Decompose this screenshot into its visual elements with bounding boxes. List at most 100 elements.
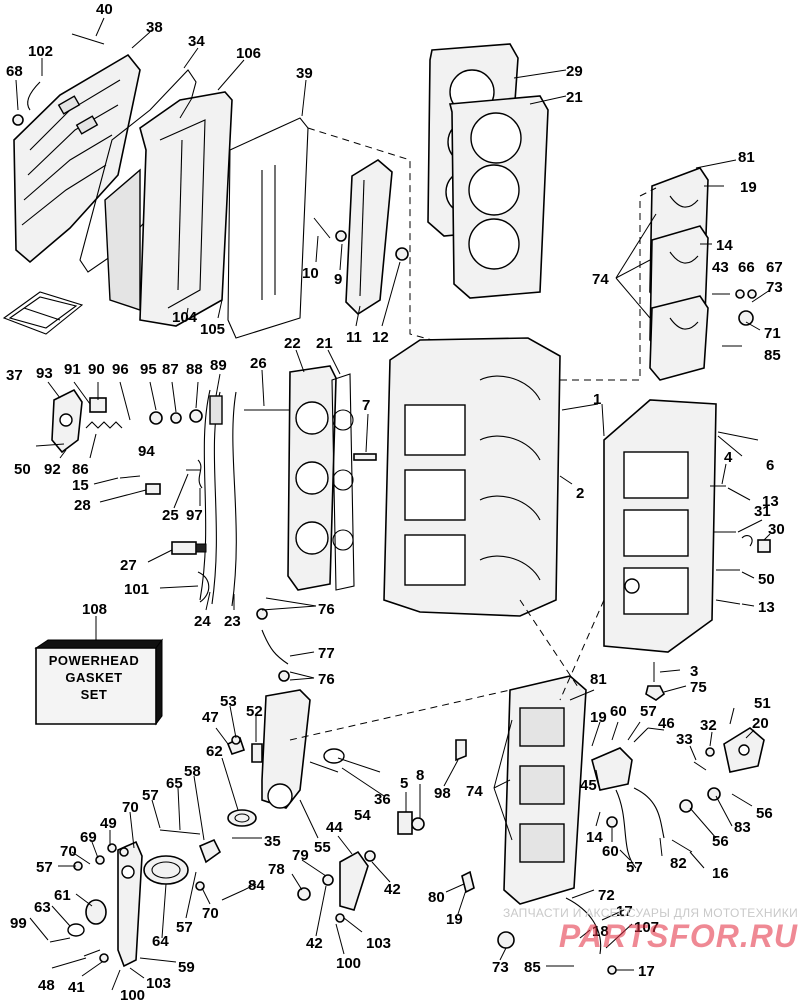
- callout-64: 64: [152, 933, 169, 950]
- fitting-part-5: [397, 811, 413, 835]
- alignment-line: [519, 599, 581, 691]
- grommet-part-88: [189, 409, 203, 423]
- crankcase-cover-part-1: [603, 399, 717, 653]
- callout-28: 28: [74, 497, 91, 514]
- callout-19-lower: 19: [446, 911, 463, 928]
- callout-11: 11: [346, 329, 362, 346]
- callout-45: 45: [580, 777, 597, 794]
- clip-part-70-a: [119, 847, 129, 857]
- callout-50-left: 50: [14, 461, 31, 478]
- callout-76-lower: 76: [318, 671, 335, 688]
- callout-89: 89: [210, 357, 227, 374]
- callout-57-left-mid: 57: [36, 859, 53, 876]
- callout-19-mid: 19: [590, 709, 607, 726]
- callout-27: 27: [120, 557, 137, 574]
- callout-42-right: 42: [384, 881, 401, 898]
- callout-70-lower-left: 70: [60, 843, 77, 860]
- callout-20: 20: [752, 715, 769, 732]
- clip-part-101: [197, 571, 210, 603]
- callout-39: 39: [296, 65, 313, 82]
- callout-52: 52: [246, 703, 263, 720]
- gasket-set-label: POWERHEAD GASKET SET: [44, 652, 144, 703]
- callout-80: 80: [428, 889, 445, 906]
- callout-33: 33: [676, 731, 693, 748]
- callout-70-lower-right: 70: [202, 905, 219, 922]
- alignment-line: [559, 599, 605, 701]
- callout-65: 65: [166, 775, 183, 792]
- clamp-part-17: [607, 965, 617, 975]
- callout-69: 69: [80, 829, 97, 846]
- gasket-part-37: [2, 291, 84, 335]
- callout-63: 63: [34, 899, 51, 916]
- link-rod-part-77: [261, 629, 289, 665]
- dowel-pin-part-7: [353, 453, 377, 461]
- rod-part-82: [633, 787, 665, 839]
- callout-75: 75: [690, 679, 707, 696]
- callout-51: 51: [754, 695, 771, 712]
- callout-42-lower: 42: [306, 935, 323, 952]
- plug-part-28: [145, 483, 161, 495]
- callout-60-lower: 60: [602, 843, 619, 860]
- callout-25: 25: [162, 507, 179, 524]
- callout-49: 49: [100, 815, 117, 832]
- callout-57-mid: 57: [640, 703, 657, 720]
- gasket-part-24: [199, 389, 211, 601]
- callout-36: 36: [374, 791, 391, 808]
- hose-part-102: [27, 81, 41, 111]
- callout-17-lower: 17: [638, 963, 655, 980]
- callout-7: 7: [362, 397, 370, 414]
- alignment-line: [560, 187, 657, 381]
- washer-part-67: [747, 289, 757, 299]
- callout-21-left: 21: [316, 335, 333, 352]
- callout-104: 104: [172, 309, 198, 326]
- callout-22: 22: [284, 335, 301, 352]
- roller-part-83: [707, 787, 721, 801]
- ball-socket-part-76-upper: [256, 608, 268, 620]
- clip-part-31: [741, 535, 753, 547]
- gasket-part-34: [79, 69, 197, 273]
- bolt-part-50-left: [35, 443, 65, 447]
- callout-30: 30: [768, 521, 785, 538]
- callout-100-right: 100: [336, 955, 361, 972]
- callout-93: 93: [36, 365, 53, 382]
- thermostat-cover-part-93: [51, 388, 83, 454]
- callout-32: 32: [700, 717, 717, 734]
- bracket-part-45: [591, 747, 633, 791]
- callout-97: 97: [186, 507, 203, 524]
- gasket-set-line-1: POWERHEAD: [48, 653, 140, 668]
- hose-part-72: [565, 897, 602, 955]
- spring-part-86: [85, 421, 123, 429]
- callout-13-upper: 13: [762, 493, 779, 510]
- callout-95: 95: [140, 361, 157, 378]
- callout-17-upper: 17: [616, 903, 633, 920]
- callout-54: 54: [354, 807, 371, 824]
- callout-92: 92: [44, 461, 61, 478]
- screw-part-84: [221, 889, 245, 901]
- callout-81-lower: 81: [590, 671, 607, 688]
- callout-73-right: 73: [766, 279, 783, 296]
- washer-part-36: [323, 748, 345, 764]
- callout-57-right: 57: [626, 859, 643, 876]
- callout-13-lower: 13: [758, 599, 775, 616]
- reed-plate-part-74-lower: [503, 675, 587, 905]
- washer-part-9: [335, 230, 347, 242]
- gasket-part-39: [227, 117, 309, 339]
- clip-part-98: [455, 739, 467, 762]
- cover-part-11: [345, 159, 393, 316]
- callout-9: 9: [334, 271, 342, 288]
- callout-60-upper: 60: [610, 703, 627, 720]
- callout-38: 38: [146, 19, 163, 36]
- callout-58: 58: [184, 763, 201, 780]
- callout-44: 44: [326, 819, 343, 836]
- clip-part-80: [461, 870, 475, 894]
- callout-74-upper: 74: [592, 271, 609, 288]
- callout-105: 105: [200, 321, 225, 338]
- callout-26: 26: [250, 355, 267, 372]
- callout-94: 94: [138, 443, 155, 460]
- thermostat-part-90: [89, 397, 107, 413]
- callout-99: 99: [10, 915, 27, 932]
- callout-68: 68: [6, 63, 23, 80]
- bolt-part-6: [717, 431, 759, 441]
- callout-47: 47: [202, 709, 219, 726]
- callout-79: 79: [292, 847, 309, 864]
